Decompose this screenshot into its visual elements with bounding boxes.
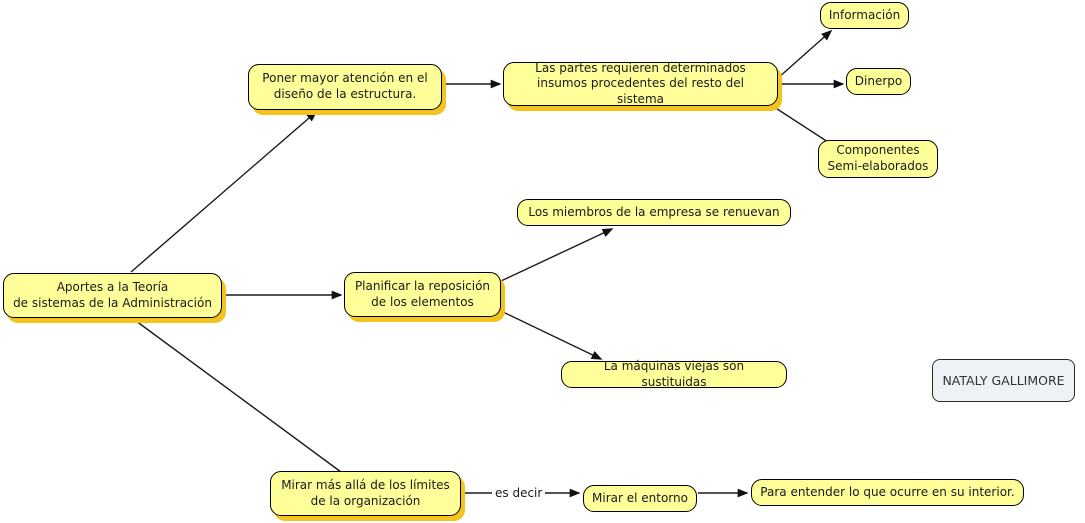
concept-node-para-entender[interactable]: Para entender lo que ocurre en su interi… [751,479,1024,506]
edge-aportes-to-poner [130,110,318,273]
linking-phrase-es-decir[interactable]: es decir [492,486,546,500]
concept-node-maquinas-sustituidas[interactable]: La máquinas viejas son sustituidas [561,359,787,389]
concept-node-planificar-reposicion[interactable]: Planificar la reposición de los elemento… [344,272,501,317]
concept-node-componentes[interactable]: Componentes Semi-elaborados [818,140,938,178]
edge-partes-to-componentes [770,104,829,143]
concept-node-mirar-limites[interactable]: Mirar más allá de los límites de la orga… [270,471,461,516]
concept-node-miembros-renuevan[interactable]: Los miembros de la empresa se renuevan [517,199,791,226]
edge-aportes-to-mirar-limites [131,317,342,473]
author-name-box[interactable]: NATALY GALLIMORE [932,359,1075,402]
concept-node-aportes[interactable]: Aportes a la Teoría de sistemas de la Ad… [3,273,222,318]
edge-planificar-to-maquinas [500,310,603,360]
concept-node-mirar-entorno[interactable]: Mirar el entorno [583,485,697,512]
edge-planificar-to-miembros [500,228,614,282]
concept-node-partes-insumos[interactable]: Las partes requieren determinados insumo… [503,61,778,106]
edge-partes-to-informacion [777,29,833,79]
concept-node-informacion[interactable]: Información [820,2,909,29]
concept-node-dinerpo[interactable]: Dinerpo [846,68,911,95]
concept-node-poner-atencion[interactable]: Poner mayor atención en el diseño de la … [248,64,442,110]
